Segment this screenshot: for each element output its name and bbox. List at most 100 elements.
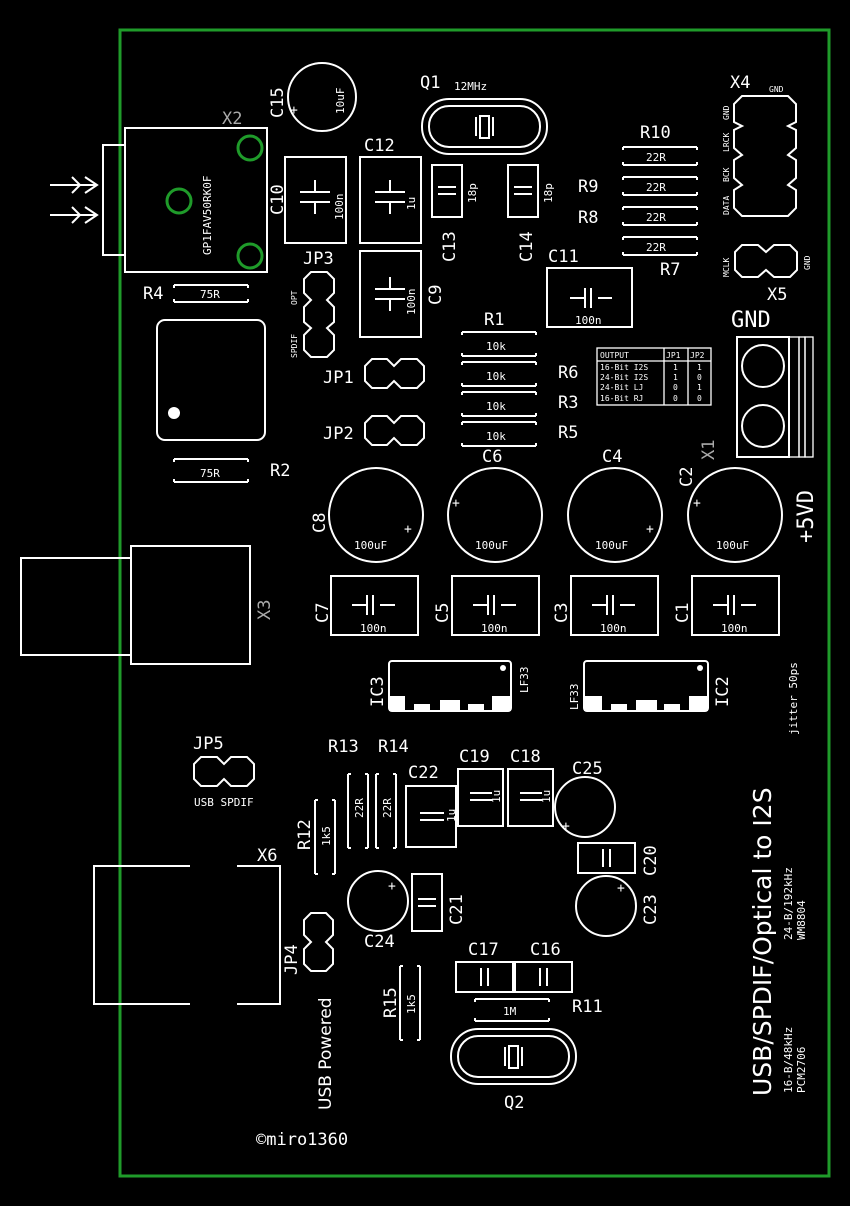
r7-resistor (622, 236, 698, 256)
ic2-part: LF33 (568, 684, 581, 711)
table-cell: 0 (673, 394, 678, 403)
svg-text:+: + (693, 496, 701, 511)
transformer-block (156, 319, 266, 441)
c13-label: C13 (440, 231, 460, 262)
c11-capacitor (546, 267, 633, 328)
c19-label: C19 (459, 747, 490, 767)
c6-value: 100uF (475, 539, 508, 552)
jp2-label: JP2 (323, 424, 354, 444)
jp5-note: USB SPDIF (194, 796, 254, 809)
r8-value: 22R (646, 211, 666, 224)
svg-text:+: + (452, 496, 460, 511)
x4-gnd-note: GND (769, 85, 784, 94)
r9-value: 22R (646, 181, 666, 194)
ic3-part: LF33 (518, 667, 531, 694)
c25-label: C25 (572, 759, 603, 779)
r15-label: R15 (381, 987, 401, 1018)
x2-part-label: GP1FAV50RK0F (201, 176, 214, 255)
c13-capacitor (431, 164, 463, 218)
r8-label: R8 (578, 208, 598, 228)
c1-value: 100n (721, 622, 748, 635)
c12-value: 1u (405, 197, 418, 210)
c7-label: C7 (313, 603, 333, 623)
table-cell: 16-Bit I2S (600, 363, 648, 372)
side-note-c: 16-B/48kHz (782, 1027, 795, 1093)
c11-label: C11 (548, 247, 579, 267)
jitter-note: jitter 50ps (787, 662, 800, 735)
ic3-label: IC3 (368, 676, 388, 707)
x5-mclk-note: MCLK (722, 258, 731, 277)
table-header: JP2 (690, 351, 705, 360)
table-cell: 24-Bit LJ (600, 383, 643, 392)
r15-value: 1k5 (405, 994, 418, 1014)
q1-label: Q1 (420, 73, 440, 93)
c2-value: 100uF (716, 539, 749, 552)
r2-label: R2 (270, 461, 290, 481)
r1-label: R1 (484, 310, 504, 330)
c5-capacitor (451, 575, 540, 636)
r3-label: R3 (558, 393, 578, 413)
x4-label: X4 (730, 73, 750, 93)
svg-text:+: + (388, 879, 396, 894)
c23-label: C23 (641, 894, 661, 925)
c10-label: C10 (268, 184, 288, 215)
jp1-jumper (364, 358, 425, 389)
x5-gnd-note: GND (803, 255, 812, 270)
q2-label: Q2 (504, 1093, 524, 1113)
c23-capacitor: + (575, 875, 637, 937)
c21-capacitor (411, 873, 443, 932)
c6-capacitor: + (447, 467, 543, 563)
r9-label: R9 (578, 177, 598, 197)
c8-label: C8 (310, 513, 330, 533)
x4-pin-bck: BCK (722, 167, 731, 182)
c20-capacitor (577, 842, 636, 874)
r4-label: R4 (143, 284, 163, 304)
x4-pin-lrck: LRCK (722, 133, 731, 152)
r3-resistor (461, 391, 537, 417)
r14-resistor (375, 773, 397, 849)
table-cell: 1 (697, 363, 702, 372)
side-note-b: WM8804 (795, 900, 808, 940)
jp3-spdif-note: SPDIF (290, 334, 299, 358)
svg-text:+: + (562, 819, 570, 834)
table-cell: 16-Bit RJ (600, 394, 643, 403)
jp4-note: USB Powered (316, 997, 336, 1110)
c8-capacitor: + (328, 467, 424, 563)
r5-label: R5 (558, 423, 578, 443)
svg-text:+: + (404, 522, 412, 537)
r10-value: 22R (646, 151, 666, 164)
jp1-label: JP1 (323, 368, 354, 388)
x6-label: X6 (257, 846, 277, 866)
c3-label: C3 (552, 603, 572, 623)
c2-label: C2 (677, 467, 697, 487)
r10-resistor (622, 146, 698, 166)
c4-label: C4 (602, 447, 622, 467)
c16-label: C16 (530, 940, 561, 960)
c25-capacitor: + (554, 776, 616, 838)
r4-value: 75R (200, 288, 220, 301)
svg-text:+: + (617, 881, 625, 896)
c4-value: 100uF (595, 539, 628, 552)
q1-crystal (421, 98, 548, 155)
x4-pin-gnd: GND (722, 105, 731, 120)
x5-label: X5 (767, 285, 787, 305)
copyright: ©miro1360 (256, 1130, 348, 1150)
x1-label: X1 (699, 440, 719, 460)
x2-label: X2 (222, 109, 242, 129)
x6-usb-connector (93, 865, 281, 1005)
table-cell: 1 (673, 363, 678, 372)
c9-value: 100n (405, 289, 418, 316)
x2-optical-receiver (50, 127, 268, 273)
c19-value: 1u (490, 790, 503, 803)
c17-capacitor (455, 961, 514, 993)
c10-value: 100n (333, 194, 346, 221)
r5-resistor (461, 421, 537, 447)
r7-value: 22R (646, 241, 666, 254)
r7-label: R7 (660, 260, 680, 280)
x1-terminal-block (736, 336, 814, 458)
x1-5v-label: +5VD (794, 490, 819, 543)
x4-pin-header (733, 95, 797, 217)
table-cell: 1 (697, 383, 702, 392)
r12-resistor (314, 799, 336, 875)
